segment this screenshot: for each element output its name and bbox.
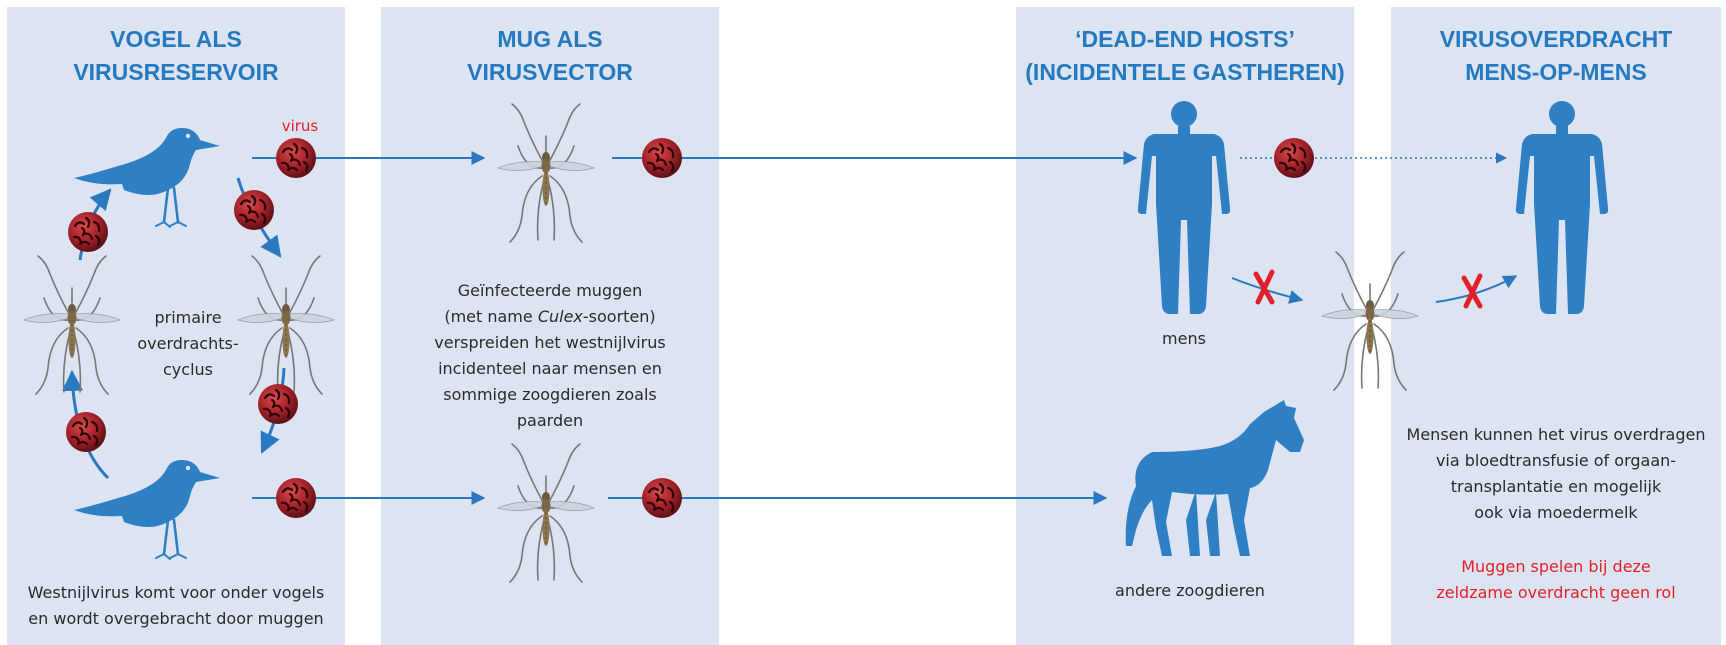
mosquito-icon: [1322, 252, 1418, 390]
virus-icon: [66, 412, 106, 452]
h2h-caption: Mensen kunnen het virus overdragen via b…: [1394, 422, 1718, 526]
mosquito-caption: Geïnfecteerde muggen (met name Culex-soo…: [396, 278, 704, 434]
human-label: mens: [1134, 326, 1234, 352]
horse-icon: [1126, 400, 1304, 556]
virus-icon: [68, 212, 108, 252]
virus-label: virus: [270, 116, 330, 136]
mammal-label: andere zoogdieren: [1090, 578, 1290, 604]
human-icon: [1138, 101, 1230, 314]
mosquito-caption-line: (met name Culex-soorten): [396, 304, 704, 330]
cross-icon: [1464, 276, 1480, 306]
virus-icon: [276, 478, 316, 518]
virus-icon: [642, 478, 682, 518]
human-icon: [1516, 101, 1608, 314]
virus-icon: [234, 190, 274, 230]
mosquito-icon: [498, 104, 594, 242]
virus-icon: [642, 138, 682, 178]
bird-caption: Westnijlvirus komt voor onder vogels en …: [10, 580, 342, 632]
bird-icon: [74, 460, 220, 559]
cycle-label: primaire overdrachts- cyclus: [118, 305, 258, 383]
virus-icon: [276, 138, 316, 178]
mosquito-icon: [498, 444, 594, 582]
virus-icon: [258, 384, 298, 424]
h2h-warning: Muggen spelen bij deze zeldzame overdrac…: [1394, 554, 1718, 606]
virus-icon: [1274, 138, 1314, 178]
